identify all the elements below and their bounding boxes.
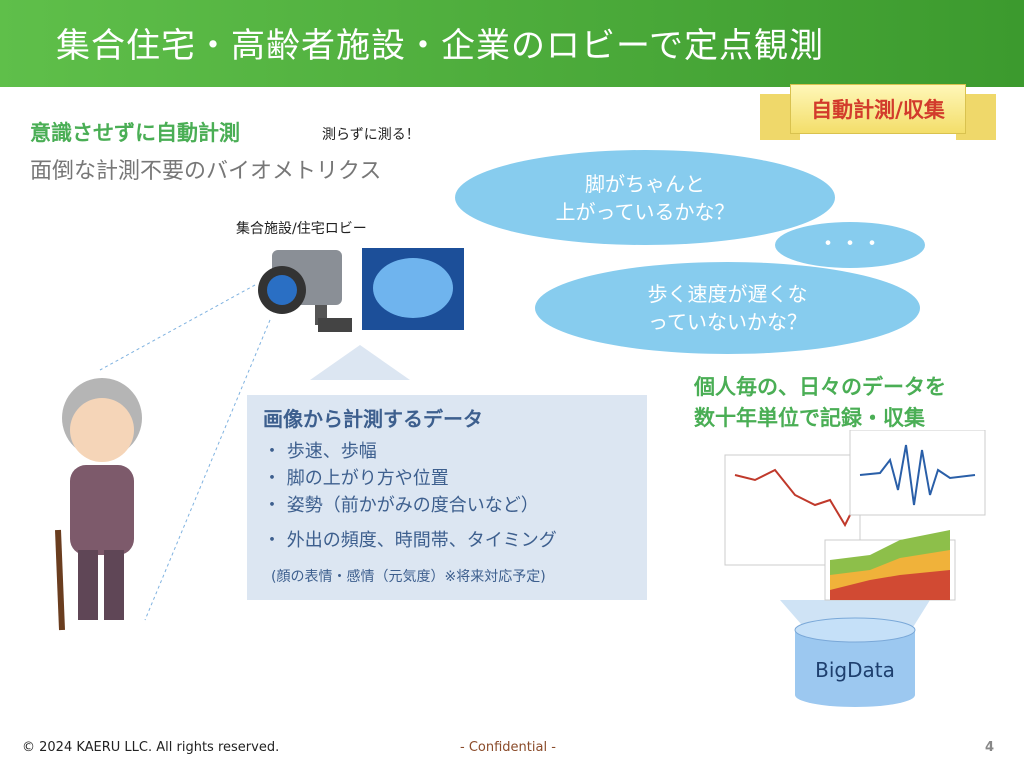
caption-line: 個人毎の、日々のデータを [694, 375, 946, 399]
speech-bubble-dots: ・・・ [775, 222, 925, 268]
measured-data-box: 画像から計測するデータ ・ 歩速、歩幅 ・ 脚の上がり方や位置 ・ 姿勢（前かが… [247, 395, 647, 600]
data-item: ・ 外出の頻度、時間帯、タイミング [263, 530, 557, 551]
speech-bubble-speed: 歩く速度が遅くな っていないかな？ [535, 262, 920, 354]
bubble-text: 脚がちゃんと [585, 172, 705, 196]
data-item: ・ 姿勢（前かがみの度合いなど） [263, 495, 539, 516]
data-item: ・ 歩速、歩幅 [263, 441, 377, 462]
database-icon [794, 617, 916, 707]
caption-line: 数十年単位で記録・収集 [694, 406, 925, 430]
data-box-title: 画像から計測するデータ [263, 407, 483, 431]
title-bar: 集合住宅・高齢者施設・企業のロビーで定点観測 [0, 0, 1024, 87]
brain-chip-icon [362, 248, 464, 330]
copyright: © 2024 KAERU LLC. All rights reserved. [22, 740, 280, 755]
data-box-note: (顔の表情・感情（元気度）※将来対応予定) [271, 569, 546, 585]
tagline: 測らずに測る！ [322, 127, 420, 143]
area-chart-icon [824, 530, 956, 601]
speech-bubble-legs: 脚がちゃんと 上がっているかな？ [455, 150, 835, 245]
view-line [144, 319, 271, 621]
page-title: 集合住宅・高齢者施設・企業のロビーで定点観測 [56, 26, 824, 66]
database-label: BigData [815, 658, 895, 682]
view-line [99, 284, 256, 371]
waveform-chart-icon [849, 430, 986, 516]
page-number: 4 [985, 740, 995, 755]
collection-caption: 個人毎の、日々のデータを 数十年単位で記録・収集 [694, 372, 946, 434]
headline: 意識させずに自動計測 [30, 121, 240, 145]
bubble-text: っていないかな？ [648, 310, 807, 334]
elderly-person-icon [55, 378, 142, 631]
data-item: ・ 脚の上がり方や位置 [263, 468, 449, 489]
bubble-text: 上がっているかな？ [555, 200, 735, 224]
camera-label: 集合施設/住宅ロビー [236, 221, 367, 237]
camera-icon [258, 250, 352, 332]
subtitle: 面倒な計測不要のバイオメトリクス [30, 159, 382, 184]
callout-pointer [310, 345, 410, 380]
bubble-text: 歩く速度が遅くな [647, 282, 808, 306]
auto-collect-badge: 自動計測/収集 [760, 72, 996, 150]
badge-label: 自動計測/収集 [790, 84, 966, 134]
data-illustration [724, 430, 986, 707]
scene-illustration [55, 248, 464, 631]
confidential-label: - Confidential - [460, 740, 556, 755]
